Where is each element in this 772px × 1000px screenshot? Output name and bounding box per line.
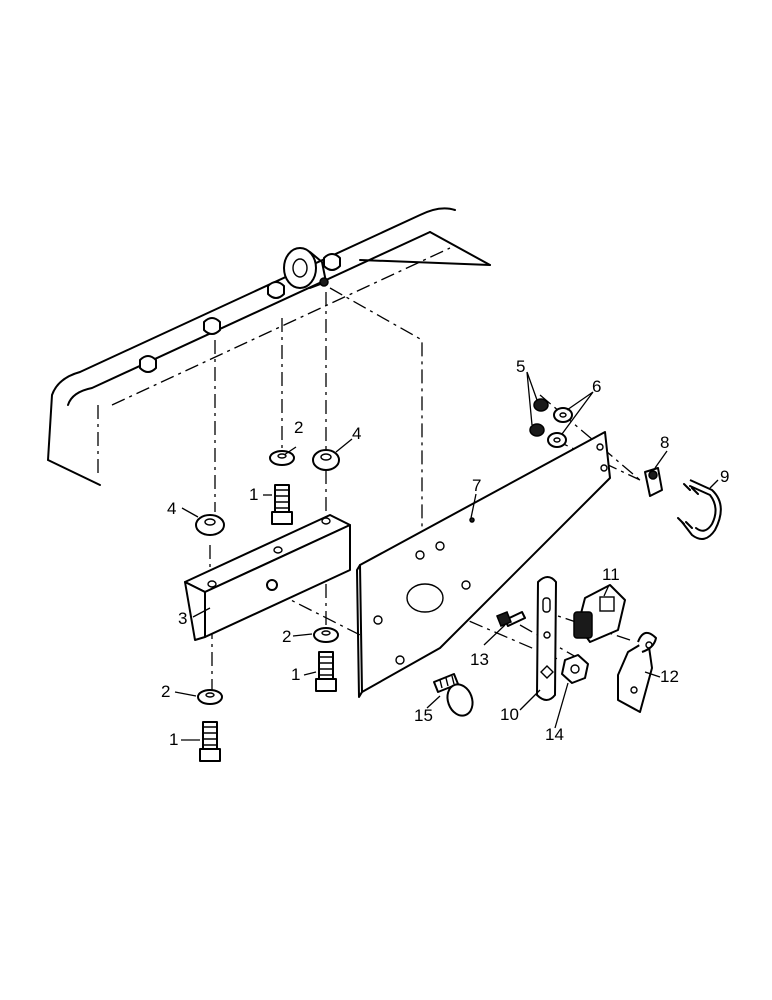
callout-6: 6 bbox=[592, 377, 601, 396]
leader-lines bbox=[174, 371, 719, 741]
callout-4: 4 bbox=[167, 499, 176, 518]
small-bracket bbox=[617, 631, 657, 713]
callout-13: 13 bbox=[470, 650, 489, 669]
callout-1: 1 bbox=[249, 485, 258, 504]
hex-bolts bbox=[199, 484, 337, 762]
hex-nut bbox=[561, 654, 589, 684]
callout-2: 2 bbox=[161, 682, 170, 701]
connector-block bbox=[573, 584, 626, 643]
pulley-wheel bbox=[283, 247, 317, 289]
callout-8: 8 bbox=[660, 433, 669, 452]
callout-11: 11 bbox=[602, 565, 620, 584]
lock-washers bbox=[197, 450, 339, 705]
callout-3: 3 bbox=[178, 609, 187, 628]
callout-10: 10 bbox=[500, 705, 519, 724]
callout-1: 1 bbox=[291, 665, 300, 684]
callout-15: 15 bbox=[414, 706, 433, 725]
callout-2: 2 bbox=[282, 627, 291, 646]
nuts-and-washers bbox=[529, 398, 573, 448]
small-bolt bbox=[496, 611, 526, 627]
slotted-link bbox=[536, 576, 557, 701]
callout-14: 14 bbox=[545, 725, 564, 744]
callout-7: 7 bbox=[472, 476, 481, 495]
angle-bracket bbox=[184, 514, 351, 641]
mounting-plate bbox=[356, 431, 611, 698]
callout-4: 4 bbox=[352, 424, 361, 443]
u-bolt bbox=[677, 479, 722, 540]
spacers bbox=[195, 449, 340, 536]
callout-2: 2 bbox=[294, 418, 303, 437]
callout-5: 5 bbox=[516, 357, 525, 376]
callout-12: 12 bbox=[660, 667, 679, 686]
callout-9: 9 bbox=[720, 467, 729, 486]
clamp-nut bbox=[644, 467, 663, 497]
callout-1: 1 bbox=[169, 730, 178, 749]
callout-labels: 1 1 1 2 2 2 3 4 4 5 6 7 8 9 10 11 12 13 … bbox=[161, 357, 729, 749]
frame-outline bbox=[47, 207, 491, 486]
carriage-bolt bbox=[433, 673, 474, 717]
